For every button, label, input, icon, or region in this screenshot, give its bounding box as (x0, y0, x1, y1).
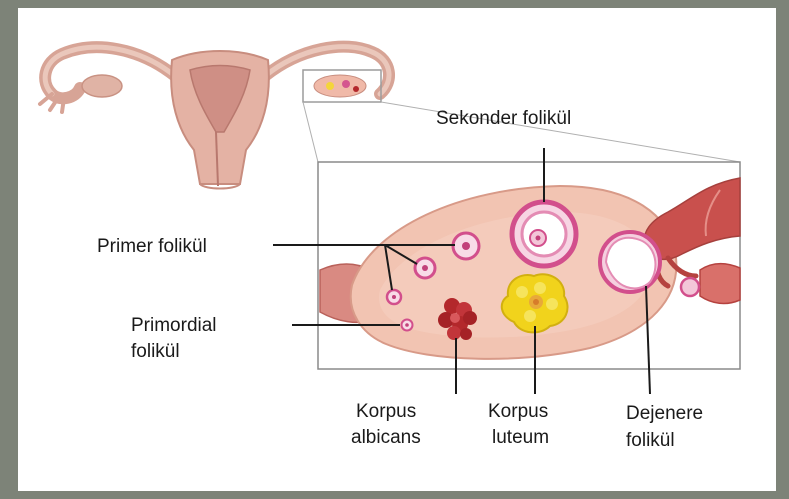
label-dejenere-line1: Dejenere (626, 403, 703, 424)
secondary-follicle (512, 202, 576, 266)
label-dejenere-line2: folikül (626, 430, 675, 451)
primordial-follicle (402, 320, 413, 331)
degenerate-follicle (600, 232, 660, 292)
label-korpus-luteum-line1: Korpus (488, 401, 548, 422)
label-sekonder-folikul: Sekonder folikül (436, 108, 571, 129)
label-korpus-albicans-line2: albicans (351, 427, 421, 448)
label-primordial-line2: folikül (131, 341, 180, 362)
label-korpus-albicans-line1: Korpus (356, 401, 416, 422)
label-korpus-luteum-line2: luteum (492, 427, 549, 448)
label-primordial-line1: Primordial (131, 315, 217, 336)
label-primer-folikul: Primer folikül (97, 236, 207, 257)
